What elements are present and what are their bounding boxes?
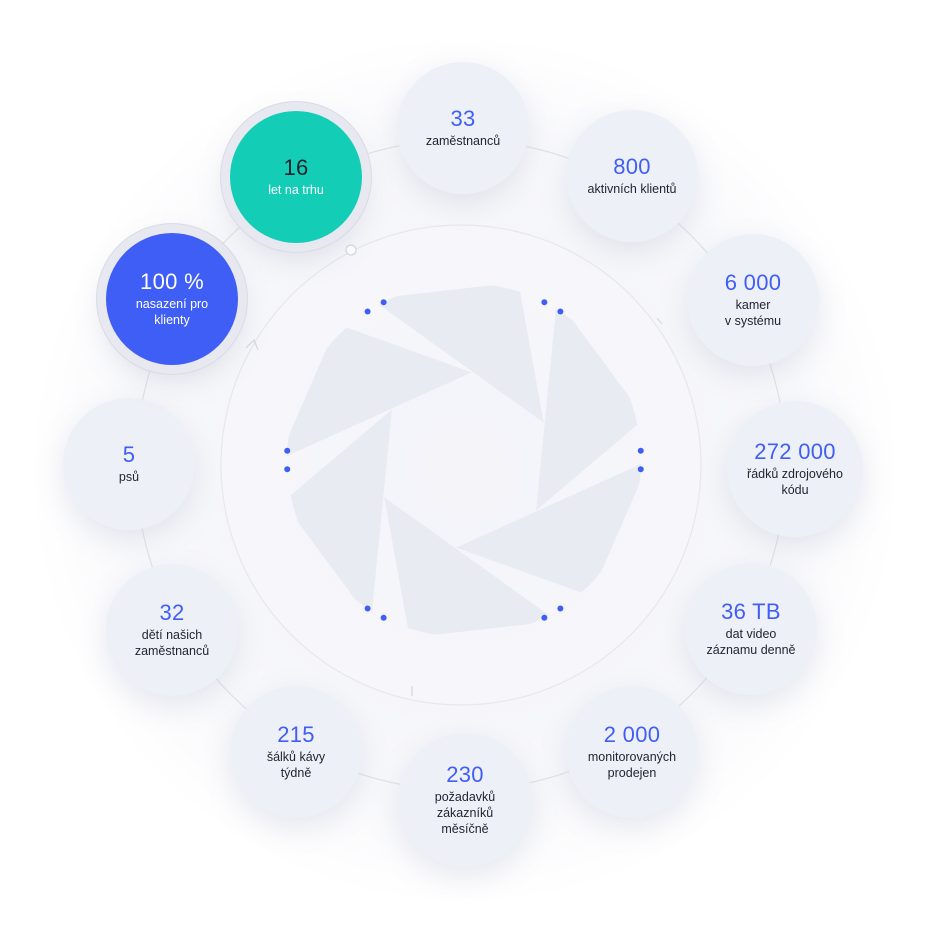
stat-video-data: 36 TB dat video záznamu denně [685,563,817,695]
stat-label: let na trhu [268,183,324,197]
stat-employees: 33 zaměstnanců [397,62,529,194]
stat-label: monitorovaných prodejen [587,750,677,780]
aperture-dot [380,614,387,621]
stat-value: 16 [283,155,309,180]
aperture-blade [287,324,472,460]
stat-label: zaměstnanců [425,134,501,148]
inner-orbit [220,224,702,706]
aperture-dot [380,299,387,306]
stat-value: 6 000 [724,270,782,295]
orbit-arrow [245,338,259,351]
aperture-dot [284,466,291,473]
aperture-dot [557,308,564,315]
stat-cameras: 6 000 kamer v systému [687,234,819,366]
stat-value: 5 [122,442,136,467]
orbit-tick-right [656,317,663,325]
stat-dogs: 5 psů [63,398,195,530]
stat-value: 32 [159,600,185,625]
aperture-dot [364,308,371,315]
stat-code-lines: 272 000 řádků zdrojového kódu [727,401,863,537]
stat-value: 230 [446,762,484,787]
stat-value: 272 000 [754,439,836,464]
stat-value: 800 [613,154,651,179]
stat-stores: 2 000 monitorovaných prodejen [566,686,698,818]
stat-children: 32 dětí našich zaměstnanců [106,564,238,696]
stat-label: aktivních klientů [587,182,677,196]
aperture-dot [541,614,548,621]
stat-active-clients: 800 aktivních klientů [566,110,698,242]
stat-label: kamer v systému [724,298,782,328]
stat-label: nasazení pro klienty [135,297,209,327]
stat-value: 100 % [140,269,204,294]
stat-label: řádků zdrojového kódu [747,467,843,497]
stat-commitment: 100 % nasazení pro klienty [106,233,238,365]
aperture-dot [637,466,644,473]
stat-customer-requests: 230 požadavků zákazníků měsíčně [398,733,532,867]
aperture-blade [456,460,641,596]
orbit-marker [345,244,357,256]
stat-coffee: 215 šálků kávy týdně [230,686,362,818]
aperture-dot [541,299,548,306]
aperture-dot [637,447,644,454]
stat-label: dat video záznamu denně [706,627,796,657]
aperture-dot [557,605,564,612]
aperture-blade [287,409,392,621]
aperture-dot [364,605,371,612]
stat-value: 36 TB [721,599,781,624]
stat-value: 2 000 [603,722,661,747]
stat-label: šálků kávy týdně [266,750,326,780]
stat-label: požadavků zákazníků měsíčně [434,790,496,836]
aperture-blade [371,283,544,423]
aperture-blade [384,497,557,637]
stat-value: 33 [450,106,476,131]
stat-label: psů [118,470,140,484]
stat-value: 215 [277,722,315,747]
aperture-dot [284,447,291,454]
aperture-blade [536,299,641,511]
stat-years-on-market: 16 let na trhu [230,111,362,243]
stat-label: dětí našich zaměstnanců [134,628,210,658]
